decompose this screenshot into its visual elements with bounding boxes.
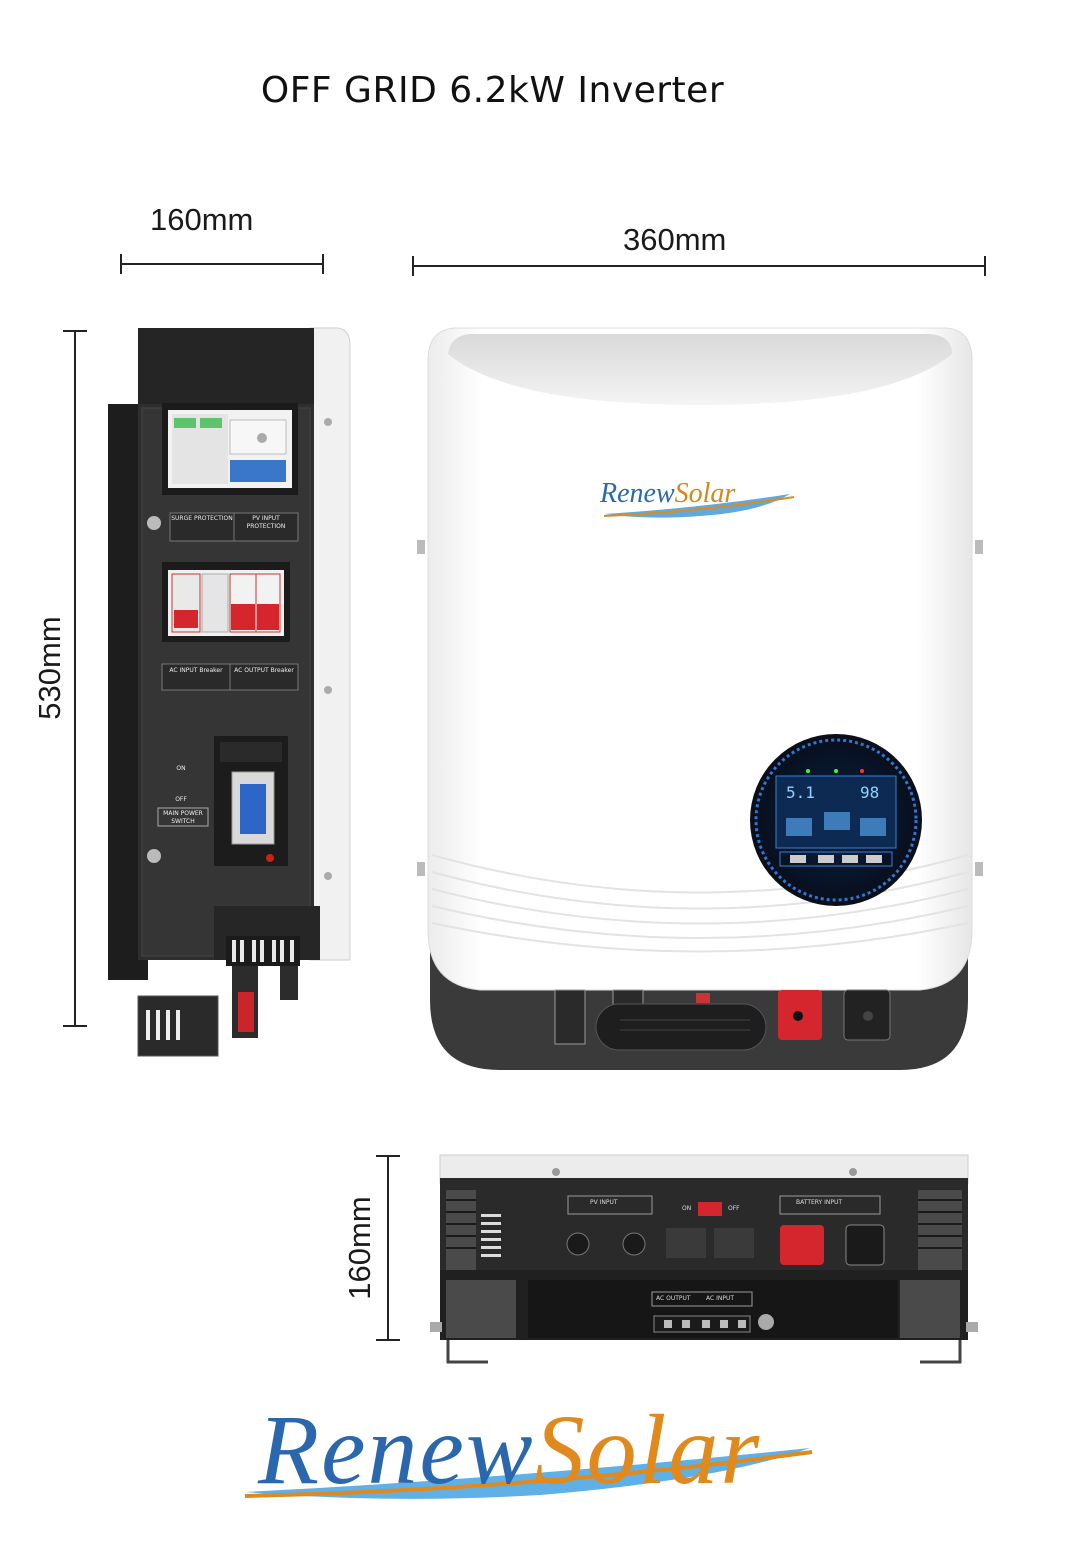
dimension-lines [63,254,986,1341]
battery-input-label: BATTERY INPUT [796,1199,843,1206]
lcd-left-value: 5.1 [786,783,815,802]
ac-output-label: AC OUTPUT [656,1295,691,1302]
ac-input-breaker-label: AC INPUT Breaker [169,667,223,674]
on-label: ON [176,765,186,772]
brand-logo-small: RenewSolar [600,478,736,509]
ac-input-label: AC INPUT [706,1295,735,1302]
pv-input-label: PV INPUT [590,1199,618,1206]
main-power-switch-label: MAIN POWER SWITCH [163,810,203,825]
pv-input-protection-label: PV INPUT PROTECTION [246,515,286,530]
off-label: OFF [175,796,187,803]
brand-logo-large: RenewSolar [258,1394,762,1505]
front-view [417,327,983,1070]
front-width-label: 360mm [623,222,727,257]
lcd-right-value: 98 [860,783,880,802]
brand-swoosh [245,1448,810,1499]
bottom-on-label: ON [682,1205,692,1212]
surge-protection-label: SURGE PROTECTION [171,515,233,522]
page-title: OFF GRID 6.2kW Inverter [260,70,725,111]
bottom-off-label: OFF [728,1205,740,1212]
side-width-label: 160mm [150,202,254,237]
ac-output-breaker-label: AC OUTPUT Breaker [234,667,294,674]
side-view [108,327,351,1057]
bottom-view [430,1154,978,1364]
